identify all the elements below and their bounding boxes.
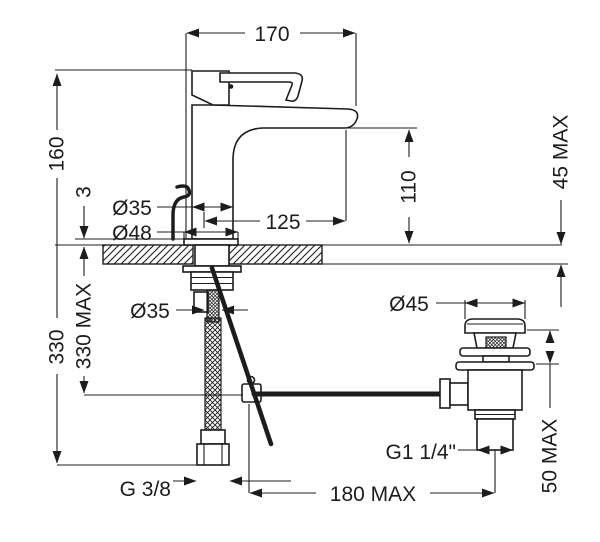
dim-label-height: 160 <box>46 136 69 171</box>
dim-label-pop-up-rod-max: 330 MAX <box>73 283 96 369</box>
hose-hex-nut <box>200 429 226 445</box>
dim-label-deck-thickness-max: 45 MAX <box>550 115 573 190</box>
pop-up-lift-rod <box>171 184 192 241</box>
countertop-left <box>102 244 194 265</box>
supply-hose-fitting <box>196 443 230 466</box>
waste-gland-cap <box>439 378 451 409</box>
pop-up-diagonal-rod <box>209 265 274 447</box>
waste-body <box>467 369 523 411</box>
waste-flange-lower <box>455 361 535 371</box>
dim-basin-thickness: 50 MAX <box>527 329 562 494</box>
pop-up-linkage <box>209 265 469 447</box>
countertop-right <box>228 244 323 265</box>
waste-mid-block <box>482 355 510 363</box>
waste-cap <box>464 318 526 334</box>
faucet-lever <box>219 72 304 102</box>
dim-overall-width: 170 <box>185 23 357 239</box>
dim-label-waste-offset-max: 180 MAX <box>330 483 416 506</box>
dim-label-waste-thread: G1 1/4" <box>386 441 457 464</box>
dim-deck-thickness: 45 MAX <box>550 115 573 307</box>
threaded-stud <box>206 289 220 323</box>
dim-label-spout-reach: 125 <box>265 211 300 234</box>
dim-label-shank-diameter: Ø35 <box>130 300 170 323</box>
dim-label-body-diameter: Ø35 <box>112 197 152 220</box>
countertop-section <box>55 244 568 265</box>
faucet-shank <box>194 244 230 267</box>
base-escutcheon <box>183 238 239 246</box>
dim-label-spout-height: 110 <box>398 170 421 203</box>
pop-up-waste <box>455 318 535 493</box>
dim-label-hose-length: 330 <box>46 329 69 364</box>
faucet-body-spout <box>191 104 359 240</box>
waste-gland-body <box>449 382 469 406</box>
under-deck-assembly <box>182 244 242 466</box>
dim-label-base-diameter: Ø48 <box>112 222 152 245</box>
dim-spout-reach: 125 <box>203 130 347 234</box>
waste-tailpiece <box>476 418 514 451</box>
dim-spout-height: 110 <box>346 127 421 244</box>
lever-indicator-dot <box>228 84 234 89</box>
dim-label-supply-thread: G 3/8 <box>120 478 171 501</box>
faucet <box>171 70 359 246</box>
dim-height-chain: 160 330 <box>46 69 200 466</box>
dim-waste-flange: Ø45 <box>389 293 526 319</box>
dim-base-plate-and-rod: 3 330 MAX <box>73 186 243 396</box>
dim-waste-offset: 180 MAX <box>248 404 495 506</box>
dim-label-basin-thickness-max: 50 MAX <box>539 419 562 494</box>
dim-label-base-plate-thickness: 3 <box>73 186 96 198</box>
hose-compression-end <box>193 291 209 313</box>
waste-flange-upper <box>459 347 531 357</box>
dim-body-diameters: Ø35 Ø48 <box>112 197 239 245</box>
dim-waste-thread: G1 1/4" <box>386 441 513 464</box>
supply-hose-braided <box>204 317 222 431</box>
dim-shank-diameter: Ø35 <box>130 300 248 323</box>
dim-supply-thread: G 3/8 <box>120 476 291 501</box>
dim-label-overall-width: 170 <box>254 23 289 46</box>
dim-label-waste-flange-diameter: Ø45 <box>389 293 429 316</box>
